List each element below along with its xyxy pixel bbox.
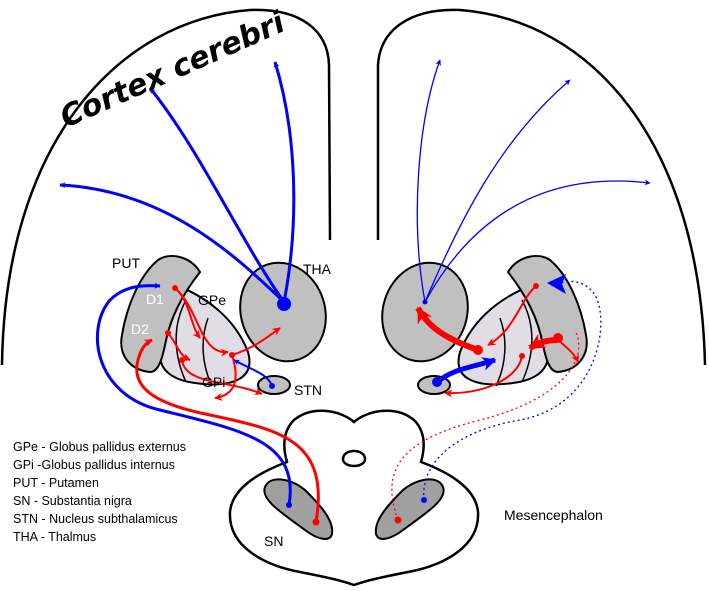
gpi-inner-divider-right (495, 317, 506, 387)
label-stn: STN (294, 382, 322, 398)
label-d2: D2 (131, 321, 149, 337)
putamen-input-arrow-right (547, 274, 566, 294)
nigrostriatal-red-right (391, 329, 580, 521)
d1-neuron-left (172, 285, 178, 291)
label-mesencephalon: Mesencephalon (504, 507, 603, 523)
d2-neuron-left (165, 330, 171, 336)
sn-neuron-blue-left (286, 502, 292, 508)
thalamocortical-projections-left (59, 61, 296, 304)
thalamus-left (239, 261, 327, 363)
gpe-neuron-left (179, 357, 185, 363)
nigrostriatal-red-left (135, 338, 320, 523)
label-tha: THA (303, 261, 332, 277)
sn-neuron-red-left (312, 518, 320, 526)
thalamus-neuron-right (422, 299, 428, 305)
thalamus-neuron-left (277, 297, 291, 311)
gpi-neuron-right (473, 345, 483, 355)
sn-neuron-red-right (394, 516, 402, 524)
right-hemisphere-outline (376, 8, 707, 366)
stn-neuron-left (269, 383, 275, 389)
thalamocortical-projections-right (416, 59, 651, 303)
nigrostriatal-blue-right (423, 280, 602, 501)
cortex-title: Cortex cerebri (55, 5, 291, 136)
label-gpi: GPi (202, 374, 225, 390)
aqueduct (341, 449, 367, 468)
gpi-neuron-left (229, 352, 235, 358)
legend-item: THA - Thalmus (13, 530, 96, 544)
legend-item: PUT - Putamen (13, 476, 99, 490)
label-d1: D1 (146, 291, 164, 307)
sn-neuron-blue-right (421, 497, 427, 503)
d1-neuron-right (533, 283, 539, 289)
stn-neuron-right (432, 377, 442, 387)
legend-item: SN - Substantia nigra (13, 494, 132, 508)
legend: GPe - Globus pallidus externus GPi -Glob… (13, 440, 186, 544)
substantia-nigra-right (374, 478, 445, 540)
nigrostriatal-blue-left (96, 282, 292, 506)
stn-projection-right (435, 357, 497, 384)
legend-item: GPe - Globus pallidus externus (13, 440, 186, 454)
striatal-outputs-left (167, 287, 281, 401)
label-gpe: GPe (198, 292, 226, 308)
gpe-neuron-right (519, 353, 525, 359)
putamen-right (506, 255, 588, 374)
d2-neuron-right (553, 333, 563, 343)
legend-item: STN - Nucleus subthalamicus (13, 512, 178, 526)
label-sn: SN (264, 533, 283, 549)
legend-item: GPi -Globus pallidus internus (13, 458, 175, 472)
mesencephalon-outline (228, 409, 480, 587)
stn-projection-left (233, 359, 273, 387)
label-put: PUT (112, 255, 140, 271)
left-hemisphere-outline (0, 8, 332, 366)
